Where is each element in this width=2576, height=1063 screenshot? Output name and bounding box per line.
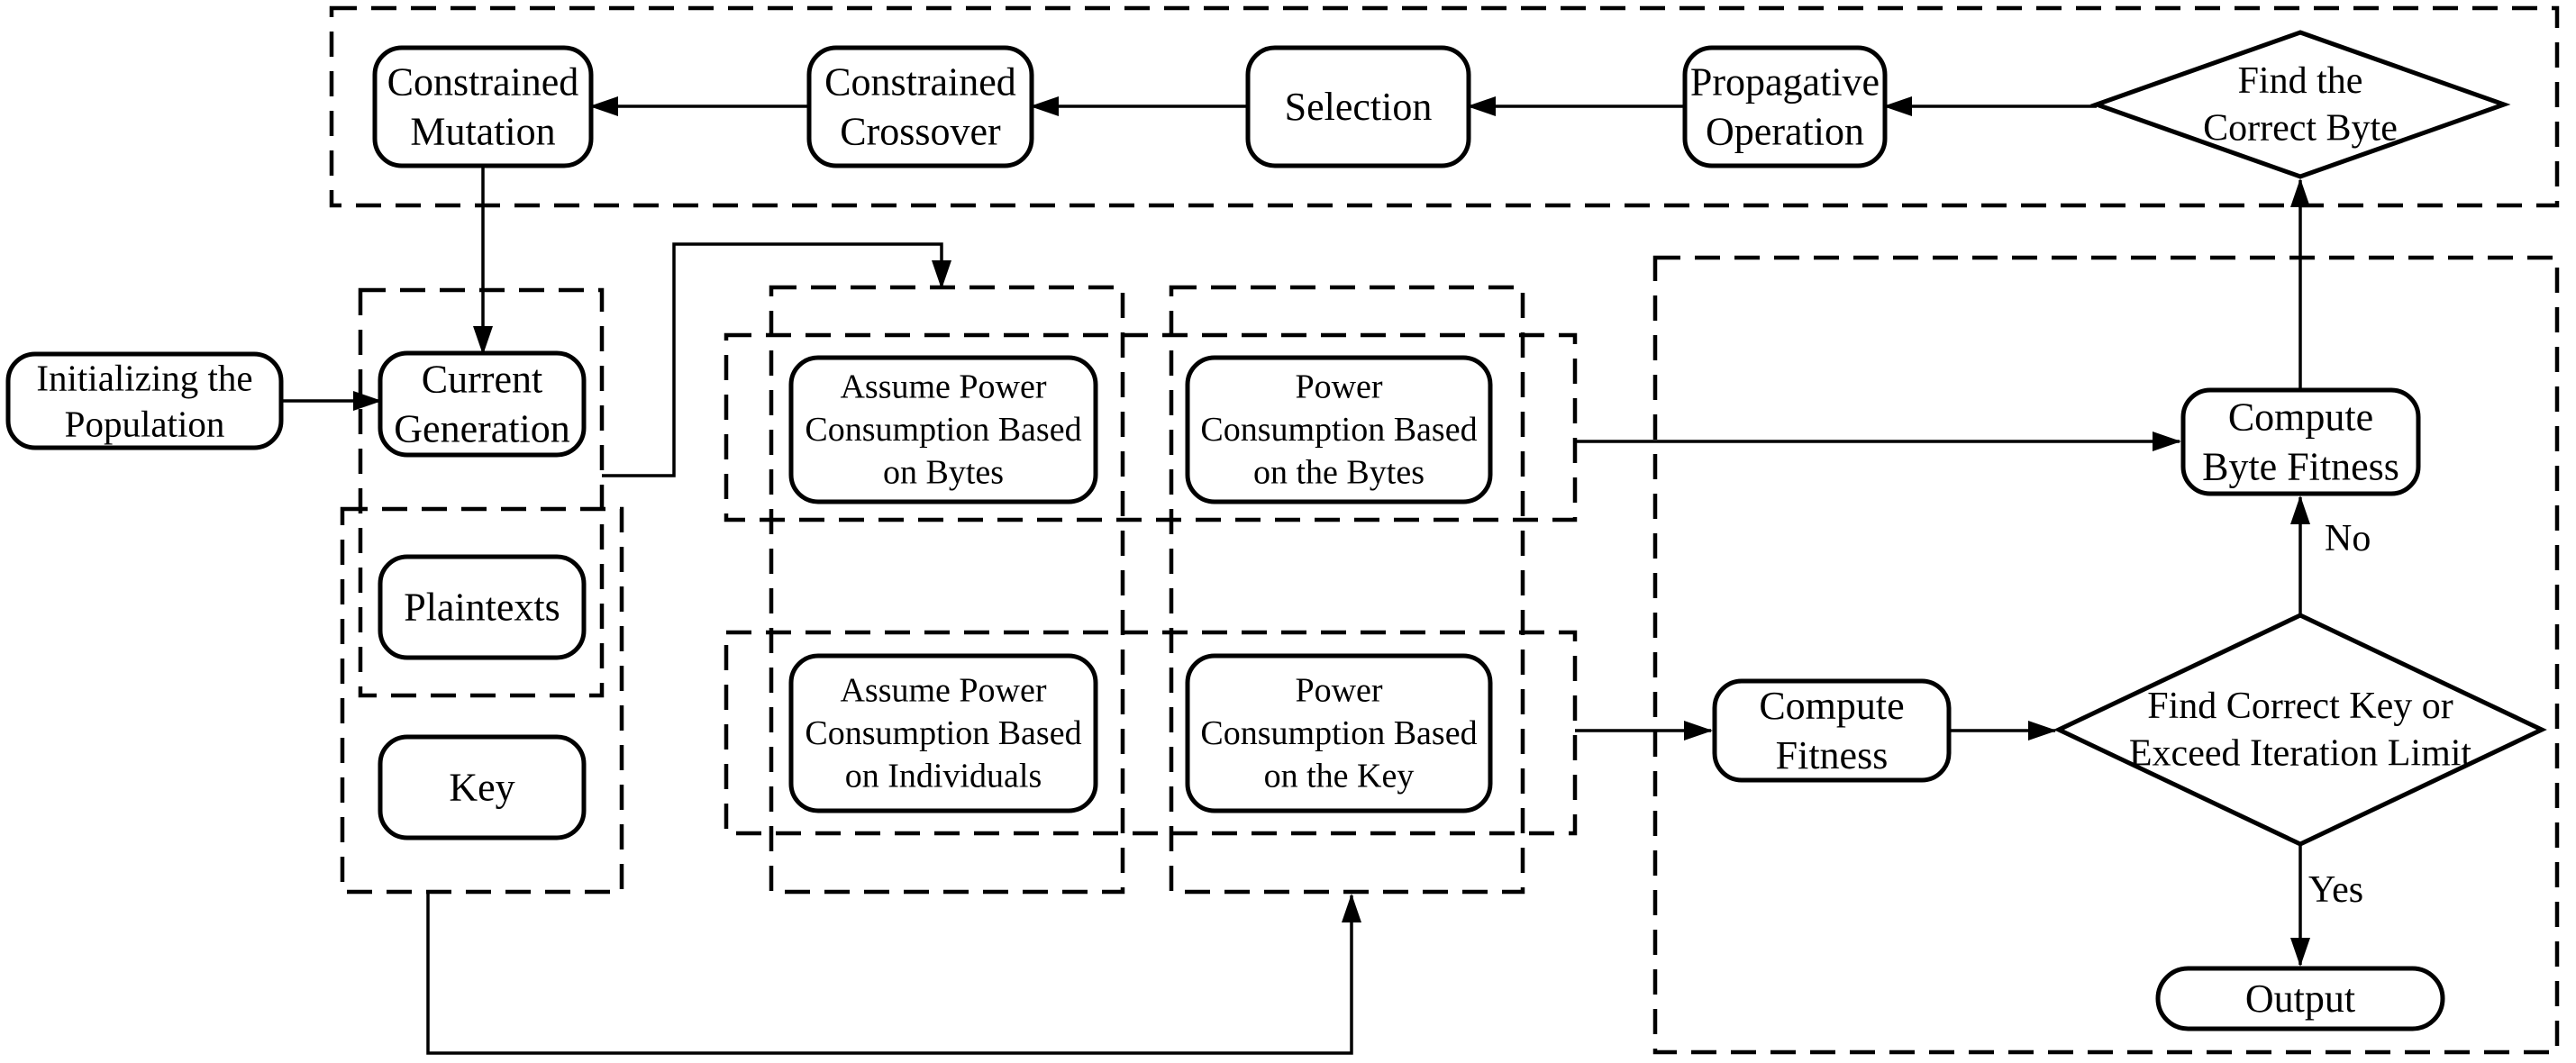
constrained-crossover-label-line2: Crossover [840, 110, 1001, 154]
assume-power-bytes-label-line3: on Bytes [883, 454, 1004, 492]
constrained-mutation-shape [372, 45, 594, 168]
group-current-generation-group [358, 287, 605, 698]
assume-power-individuals-label-line1: Assume Power [840, 672, 1046, 710]
output-shape [2155, 966, 2445, 1031]
node-plaintexts: Plaintexts [378, 554, 587, 660]
find-correct-byte-shape [2089, 30, 2511, 179]
constrained-mutation-label-line2: Mutation [410, 110, 555, 154]
compute-byte-fitness-label-line1: Compute [2228, 395, 2373, 440]
initializing-population-label-line1: Initializing the [36, 357, 252, 398]
find-correct-key-shape [2053, 613, 2547, 847]
propagative-operation-shape [1682, 45, 1888, 168]
node-selection: Selection [1245, 45, 1471, 168]
node-find-correct-key: Find Correct Key or Exceed Iteration Limi… [2053, 613, 2547, 847]
initializing-population-shape [5, 351, 284, 450]
selection-shape [1245, 45, 1471, 168]
compute-byte-fitness-label-line2: Byte Fitness [2202, 445, 2399, 489]
plaintexts-label-line1: Plaintexts [404, 586, 560, 630]
power-bytes-label-line1: Power [1295, 368, 1382, 406]
compute-fitness-label-line2: Fitness [1776, 733, 1889, 777]
edge-generation-to-bytes-column [602, 242, 951, 477]
output-label-line1: Output [2245, 977, 2355, 1021]
find-correct-byte-label-line1: Find the [2238, 60, 2363, 102]
assume-power-bytes-label-line1: Assume Power [840, 368, 1046, 406]
propagative-operation-label-line2: Operation [1706, 110, 1864, 154]
group-fitness-evaluation-group [1652, 255, 2560, 1055]
selection-label-line1: Selection [1285, 85, 1433, 129]
group-individual-row-group [724, 630, 1578, 836]
current-generation-label-line2: Generation [394, 407, 569, 451]
constrained-crossover-shape [806, 45, 1034, 168]
power-key-label-line1: Power [1295, 672, 1382, 710]
power-key-label-line3: on the Key [1264, 758, 1415, 795]
constrained-mutation-label-line1: Constrained [387, 60, 579, 104]
group-inputs-group [340, 506, 624, 895]
no-label: No [2325, 518, 2371, 559]
key-shape [378, 734, 587, 840]
constrained-crossover-label-line1: Constrained [824, 60, 1016, 104]
current-generation-shape [378, 350, 587, 458]
compute-fitness-label-line1: Compute [1759, 684, 1904, 728]
find-correct-key-label-line1: Find Correct Key or [2147, 686, 2453, 727]
compute-fitness-shape [1712, 678, 1952, 783]
assume-power-individuals-label-line3: on Individuals [845, 758, 1042, 795]
power-bytes-shape [1185, 355, 1493, 504]
node-output: Output [2155, 966, 2445, 1031]
power-bytes-label-line2: Consumption Based [1200, 411, 1477, 449]
yes-label: Yes [2308, 869, 2363, 911]
plaintexts-shape [378, 554, 587, 660]
key-label-line1: Key [449, 766, 514, 810]
initializing-population-label-line2: Population [65, 404, 225, 445]
compute-byte-fitness-shape [2180, 387, 2421, 496]
assume-power-individuals-shape [788, 653, 1098, 813]
power-key-shape [1185, 653, 1493, 813]
group-key-column-group [1169, 285, 1525, 895]
power-bytes-label-line3: on the Bytes [1253, 454, 1425, 492]
group-genetic-operations-group [329, 5, 2560, 208]
assume-power-individuals-label-line2: Consumption Based [805, 714, 1081, 752]
propagative-operation-label-line1: Propagative [1690, 60, 1880, 104]
edge-inputs-feedback-to-key-column [426, 892, 1361, 1055]
current-generation-label-line1: Current [422, 358, 542, 402]
assume-power-bytes-label-line2: Consumption Based [805, 411, 1081, 449]
node-key: Key [378, 734, 587, 840]
assume-power-bytes-shape [788, 355, 1098, 504]
find-correct-key-label-line2: Exceed Iteration Limit [2129, 732, 2472, 774]
find-correct-byte-label-line2: Correct Byte [2203, 107, 2398, 149]
power-key-label-line2: Consumption Based [1200, 714, 1477, 752]
